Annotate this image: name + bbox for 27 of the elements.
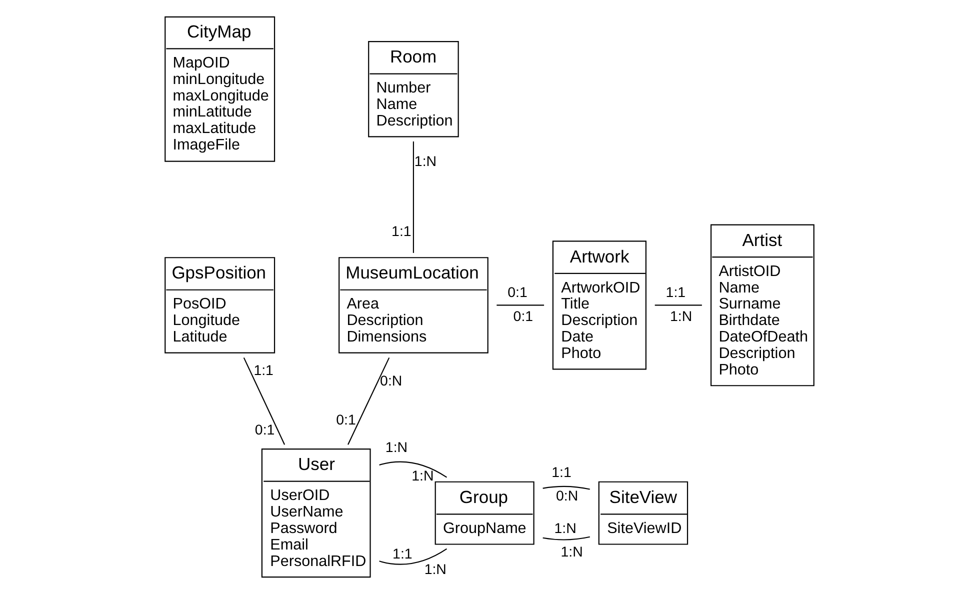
- connector: [347, 357, 390, 445]
- connector: [496, 304, 544, 306]
- label: 1:N: [560, 544, 582, 560]
- label: 1:N: [670, 308, 692, 325]
- label: 1:1: [253, 363, 273, 380]
- connector: [542, 486, 590, 490]
- label: 0:1: [507, 284, 527, 301]
- label: 0:N: [556, 488, 578, 505]
- label: 1:N: [411, 468, 434, 484]
- label: 1:1: [392, 546, 412, 562]
- label: 0:1: [512, 308, 533, 325]
- connector: [654, 304, 702, 306]
- label: 1:N: [424, 562, 446, 578]
- label: 1:1: [551, 464, 571, 481]
- connector: [412, 141, 414, 253]
- label: 0:1: [254, 422, 274, 439]
- label: 1:1: [391, 224, 411, 240]
- connector: [242, 357, 285, 445]
- connector: [542, 536, 590, 540]
- label: 1:N: [384, 440, 408, 456]
- connector: [378, 548, 447, 565]
- label: 0:1: [336, 412, 356, 428]
- label: 1:N: [414, 154, 436, 170]
- label: 0:N: [380, 373, 402, 390]
- label: 1:1: [665, 284, 686, 301]
- label: 1:N: [554, 520, 576, 537]
- connector: [378, 461, 447, 478]
